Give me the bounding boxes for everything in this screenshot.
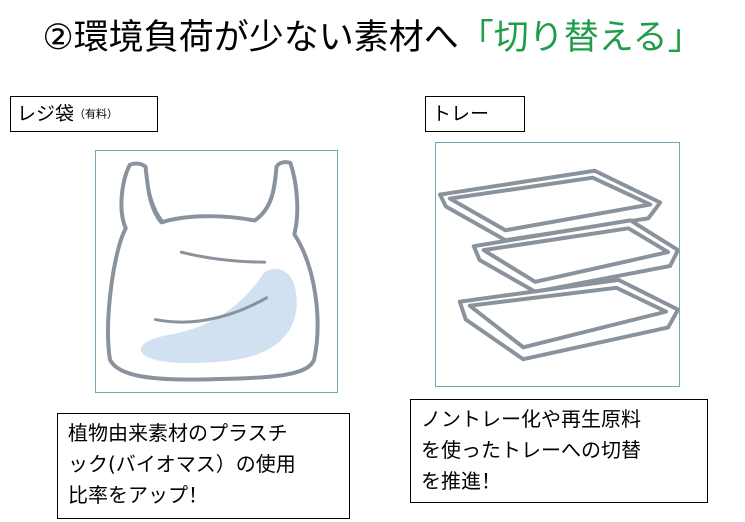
bag-fold-line xyxy=(154,296,269,324)
bag-caption-line: 植物由来素材のプラスチ xyxy=(68,421,288,445)
tray-caption-line: を使ったトレーへの切替 xyxy=(421,438,641,462)
tray-caption-box: ノントレー化や再生原料 を使ったトレーへの切替 を推進！ xyxy=(410,399,708,503)
bag-image-frame xyxy=(95,150,338,393)
bag-wrinkle xyxy=(179,250,267,264)
bag-caption-line: ック(バイオマス）の使用 xyxy=(68,452,296,476)
bag-fill-shape xyxy=(140,269,297,363)
stacked-trays-illustration xyxy=(437,168,679,362)
tray-image-frame xyxy=(435,142,680,387)
bag-handle-inner-right xyxy=(253,165,278,222)
bag-label-box: レジ袋（有料） xyxy=(10,96,158,132)
bag-caption-box: 植物由来素材のプラスチ ック(バイオマス）の使用 比率をアップ！ xyxy=(57,413,350,519)
slide-title: ②環境負荷が少ない素材へ「切り替える」 xyxy=(10,10,735,66)
tray-label-box: トレー xyxy=(425,96,525,132)
slide-title-main: ②環境負荷が少ない素材へ xyxy=(42,18,459,58)
plastic-bag-illustration xyxy=(106,160,320,382)
bag-label-note: （有料） xyxy=(74,107,119,121)
bag-label: レジ袋 xyxy=(17,103,75,125)
slide-title-accent: 「切り替える」 xyxy=(458,18,703,58)
tray-label: トレー xyxy=(432,103,490,125)
bag-handle-inner-left xyxy=(144,165,165,224)
tray-caption-line: ノントレー化や再生原料 xyxy=(421,407,641,431)
tray-caption-line: を推進！ xyxy=(421,469,501,493)
bag-caption-line: 比率をアップ！ xyxy=(68,483,208,507)
